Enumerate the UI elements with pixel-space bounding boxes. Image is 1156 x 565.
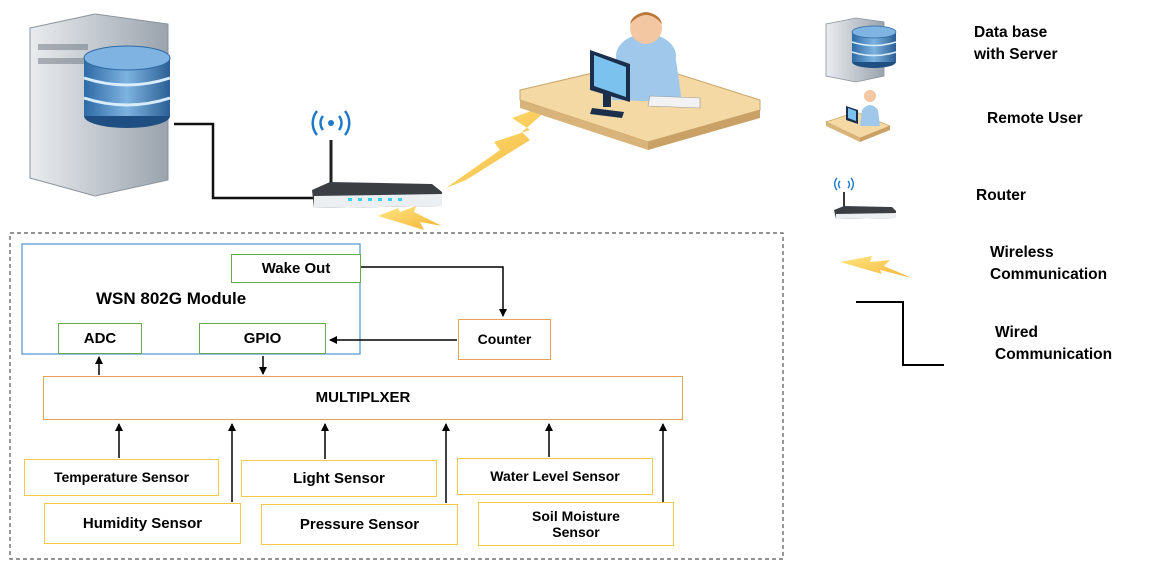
lightning-icon — [446, 102, 556, 188]
remote-user-icon — [824, 90, 892, 142]
database-server-icon — [29, 13, 171, 197]
legend-database-label: Data base with Server — [974, 22, 1058, 67]
remote-user-icon — [519, 12, 761, 150]
wsn-module-frame — [21, 243, 361, 355]
database-server-icon — [825, 17, 897, 83]
legend-wired-line1: Wired — [995, 324, 1038, 341]
legend-database-line2: with Server — [974, 46, 1058, 64]
counter-label: Counter — [477, 331, 532, 348]
humidity-sensor-label: Humidity Sensor — [82, 514, 203, 532]
server-router-wire — [174, 122, 316, 200]
pressure-sensor-block: Pressure Sensor — [261, 504, 458, 545]
legend-wireless-line1: Wireless — [990, 244, 1054, 261]
soil-moisture-sensor-block: Soil Moisture Sensor — [478, 502, 674, 546]
water-level-sensor-block: Water Level Sensor — [457, 458, 653, 495]
lightning-icon — [378, 206, 442, 230]
water-level-sensor-label: Water Level Sensor — [490, 468, 620, 485]
multiplexer-block: MULTIPLXER — [43, 376, 683, 420]
legend-wired-line2: Communication — [995, 346, 1113, 364]
legend-database-line1: Data base — [974, 24, 1048, 41]
temperature-sensor-block: Temperature Sensor — [24, 459, 219, 496]
light-sensor-block: Light Sensor — [241, 460, 437, 497]
wakeout-to-counter-arrow — [360, 266, 507, 317]
soil-moisture-sensor-label: Soil Moisture Sensor — [532, 507, 620, 540]
temperature-sensor-label: Temperature Sensor — [53, 469, 190, 486]
wired-legend-icon — [856, 301, 944, 366]
legend-router-label: Router — [976, 187, 1026, 204]
gpio-label: GPIO — [243, 329, 282, 347]
wsn-module-title: WSN 802G Module — [96, 289, 247, 308]
wake-out-label: Wake Out — [261, 259, 331, 277]
humidity-sensor-block: Humidity Sensor — [44, 503, 241, 544]
legend-remote-user-label: Remote User — [987, 110, 1083, 127]
legend-wireless-label: Wireless Communication — [990, 242, 1107, 287]
counter-block: Counter — [458, 319, 551, 360]
adc-label: ADC — [83, 329, 117, 347]
lightning-icon — [840, 256, 912, 278]
legend-wireless-line2: Communication — [990, 266, 1108, 284]
gpio-block: GPIO — [199, 323, 326, 354]
wake-out-block: Wake Out — [231, 254, 361, 283]
router-icon — [834, 177, 896, 219]
pressure-sensor-label: Pressure Sensor — [299, 515, 420, 533]
legend-wired-label: Wired Communication — [995, 322, 1112, 367]
adc-block: ADC — [58, 323, 142, 354]
system-boundary — [9, 232, 784, 560]
router-icon — [311, 110, 442, 208]
light-sensor-label: Light Sensor — [293, 469, 385, 487]
multiplexer-label: MULTIPLXER — [315, 389, 411, 407]
